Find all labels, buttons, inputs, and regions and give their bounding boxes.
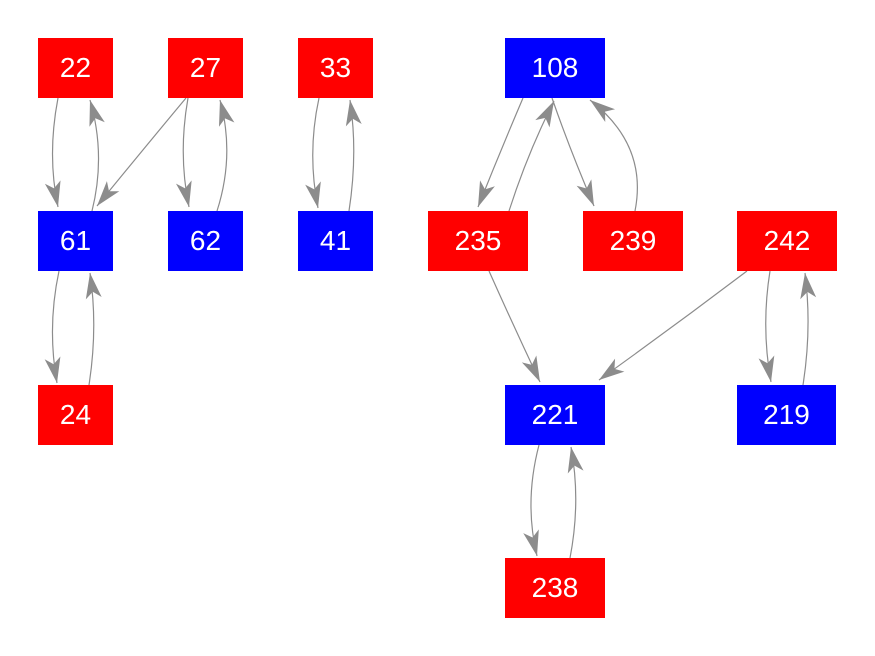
graph-node-62[interactable]: 62 xyxy=(168,211,243,271)
node-label: 219 xyxy=(763,399,810,430)
graph-node-108[interactable]: 108 xyxy=(505,38,605,98)
edge-242-to-221 xyxy=(598,270,748,381)
node-label: 24 xyxy=(59,399,92,430)
edge-22-to-61 xyxy=(44,97,61,208)
node-label: 238 xyxy=(531,572,579,603)
node-label: 27 xyxy=(189,52,222,83)
edge-108-to-239 xyxy=(551,97,595,207)
edge-62-to-27 xyxy=(216,99,235,212)
node-label: 108 xyxy=(531,52,579,83)
edge-27-to-62 xyxy=(175,97,192,208)
node-label: 242 xyxy=(763,225,811,256)
edge-221-to-238 xyxy=(523,444,540,557)
node-label: 62 xyxy=(189,225,222,256)
node-label: 22 xyxy=(59,52,92,83)
graph-node-22[interactable]: 22 xyxy=(38,38,113,98)
edge-61-to-24 xyxy=(44,270,61,384)
graph-node-221[interactable]: 221 xyxy=(505,385,605,445)
node-label: 235 xyxy=(454,225,502,256)
edge-41-to-33 xyxy=(345,99,362,212)
graph-node-235[interactable]: 235 xyxy=(428,211,528,271)
graph-node-61[interactable]: 61 xyxy=(38,211,113,271)
edge-219-to-242 xyxy=(800,272,817,386)
graph-node-242[interactable]: 242 xyxy=(737,211,837,271)
edge-239-to-108 xyxy=(589,99,638,212)
graph-node-219[interactable]: 219 xyxy=(737,385,836,445)
node-label: 239 xyxy=(609,225,657,256)
node-label: 61 xyxy=(59,225,92,256)
graph-node-33[interactable]: 33 xyxy=(298,38,373,98)
node-label: 41 xyxy=(319,225,352,256)
node-label: 221 xyxy=(531,399,579,430)
edge-242-to-219 xyxy=(758,270,775,383)
edge-108-to-235 xyxy=(477,97,524,208)
edge-235-to-108 xyxy=(508,100,555,212)
edge-33-to-41 xyxy=(305,97,321,209)
edge-27-to-61 xyxy=(96,97,187,207)
edge-235-to-221 xyxy=(488,270,541,383)
edge-61-to-22 xyxy=(89,99,105,212)
graph-node-239[interactable]: 239 xyxy=(583,211,683,271)
graph-node-41[interactable]: 41 xyxy=(298,211,373,271)
edge-238-to-221 xyxy=(567,446,584,559)
graph-node-238[interactable]: 238 xyxy=(505,558,605,618)
edge-24-to-61 xyxy=(85,272,102,386)
node-label: 33 xyxy=(319,52,352,83)
graph-node-27[interactable]: 27 xyxy=(168,38,243,98)
graph-node-24[interactable]: 24 xyxy=(38,385,113,445)
